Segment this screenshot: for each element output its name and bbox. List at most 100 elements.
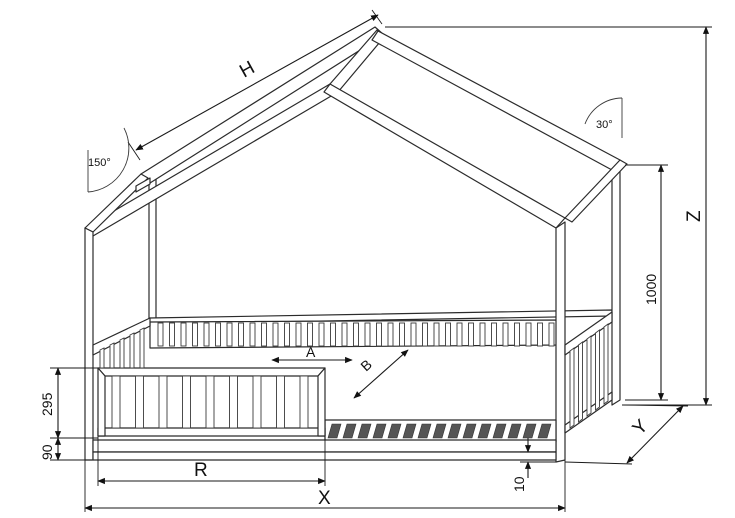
angle-30-marker: 30° [584, 97, 623, 138]
front-guard-slat [252, 375, 262, 429]
side-rail-slat [595, 329, 600, 411]
base-slat [492, 423, 507, 439]
back-panel-slat [525, 322, 532, 347]
front-guard-rail [97, 367, 326, 437]
front-guard-slat [182, 375, 191, 429]
back-panel-slat [249, 322, 256, 347]
front-guard-slat [135, 375, 144, 429]
label-10: 10 [511, 476, 527, 492]
back-panel-slat [295, 322, 302, 347]
right-side-rail [564, 311, 613, 434]
side-rail-slat [569, 347, 575, 429]
back-panel-slat [272, 322, 279, 347]
base-slat [342, 423, 357, 439]
base-slat [507, 423, 522, 439]
left-rail-slat [99, 347, 105, 369]
dim-z: Z [385, 26, 712, 406]
back-panel-slat [169, 322, 175, 347]
angle-150-marker: 150° [87, 127, 130, 193]
base-slat [462, 423, 477, 439]
left-side-rail [92, 317, 151, 369]
front-posts [84, 221, 566, 463]
dim-b: B [353, 349, 409, 399]
label-angle-30: 30° [596, 119, 613, 131]
back-panel-slat [376, 322, 382, 347]
back-panel-slat [318, 322, 325, 347]
back-panel-slat [203, 322, 210, 347]
back-panel-slat [502, 322, 509, 347]
label-295: 295 [39, 392, 55, 416]
label-angle-150: 150° [88, 157, 111, 169]
base-slat [432, 423, 447, 439]
back-panel-slat [537, 322, 543, 347]
dim-x: X [84, 460, 566, 512]
front-guard-slat [111, 375, 121, 429]
front-guard-slat [276, 375, 285, 429]
label-y: Y [629, 415, 653, 439]
label-r: R [194, 460, 208, 481]
base-slat [372, 423, 387, 439]
base-slat [387, 423, 402, 439]
left-rail-slat [119, 337, 125, 369]
base-slat [537, 423, 552, 439]
left-rail-slat [109, 342, 115, 369]
dim-90: 90 [39, 437, 92, 461]
back-panel-slat [215, 322, 221, 347]
label-90: 90 [39, 444, 55, 460]
back-panel-slat [433, 322, 440, 347]
back-panel-slat [341, 322, 348, 347]
base-slat [447, 423, 462, 439]
back-panel-slat [353, 322, 359, 347]
front-guard-slat [299, 375, 309, 429]
dim-10: 10 [511, 438, 556, 492]
base-slat [477, 423, 492, 439]
back-panel-slat [491, 322, 497, 347]
front-long-rail [92, 439, 557, 461]
side-rail-slat [603, 323, 609, 405]
dim-1000: 1000 [625, 164, 668, 401]
base-slat [327, 423, 342, 439]
label-h: H [236, 57, 258, 82]
back-panel-slat [364, 322, 371, 347]
back-panel-slat [192, 322, 198, 347]
back-panel-slat [456, 322, 463, 347]
left-rail-slat [139, 327, 145, 369]
base-slat [417, 423, 432, 439]
side-rail-slat [586, 335, 592, 417]
front-guard-slat [205, 375, 215, 429]
dim-a: A [271, 344, 353, 364]
back-panel-slat [468, 322, 474, 347]
back-panel-slat [226, 322, 233, 347]
back-panel-slat [157, 322, 164, 347]
base-slat [402, 423, 417, 439]
back-rail-panel [149, 319, 561, 349]
back-panel-slat [261, 322, 267, 347]
back-panel-slat [479, 322, 486, 347]
back-panel-slat [410, 322, 417, 347]
label-a: A [306, 344, 316, 360]
back-panel-slat [238, 322, 244, 347]
back-panel-slat [387, 322, 394, 347]
front-guard-slat [158, 375, 168, 429]
slatted-base [324, 419, 557, 443]
side-rail-slat [578, 341, 583, 423]
back-panel-slat [284, 322, 290, 347]
back-panel-slat [514, 322, 520, 347]
back-panel-slat [548, 322, 555, 347]
back-panel-slat [399, 322, 405, 347]
dim-r: R [97, 436, 326, 486]
label-b: B [357, 356, 375, 374]
label-1000: 1000 [643, 274, 659, 305]
dim-295: 295 [39, 367, 98, 439]
back-panel-slat [422, 322, 428, 347]
label-z: Z [684, 210, 705, 222]
label-x: X [318, 488, 331, 509]
base-slat [522, 423, 537, 439]
back-panel-slat [445, 322, 451, 347]
base-slat [357, 423, 372, 439]
back-panel-slat [180, 322, 187, 347]
back-panel-slat [330, 322, 336, 347]
left-rail-slat [129, 332, 135, 369]
front-guard-slat [229, 375, 238, 429]
